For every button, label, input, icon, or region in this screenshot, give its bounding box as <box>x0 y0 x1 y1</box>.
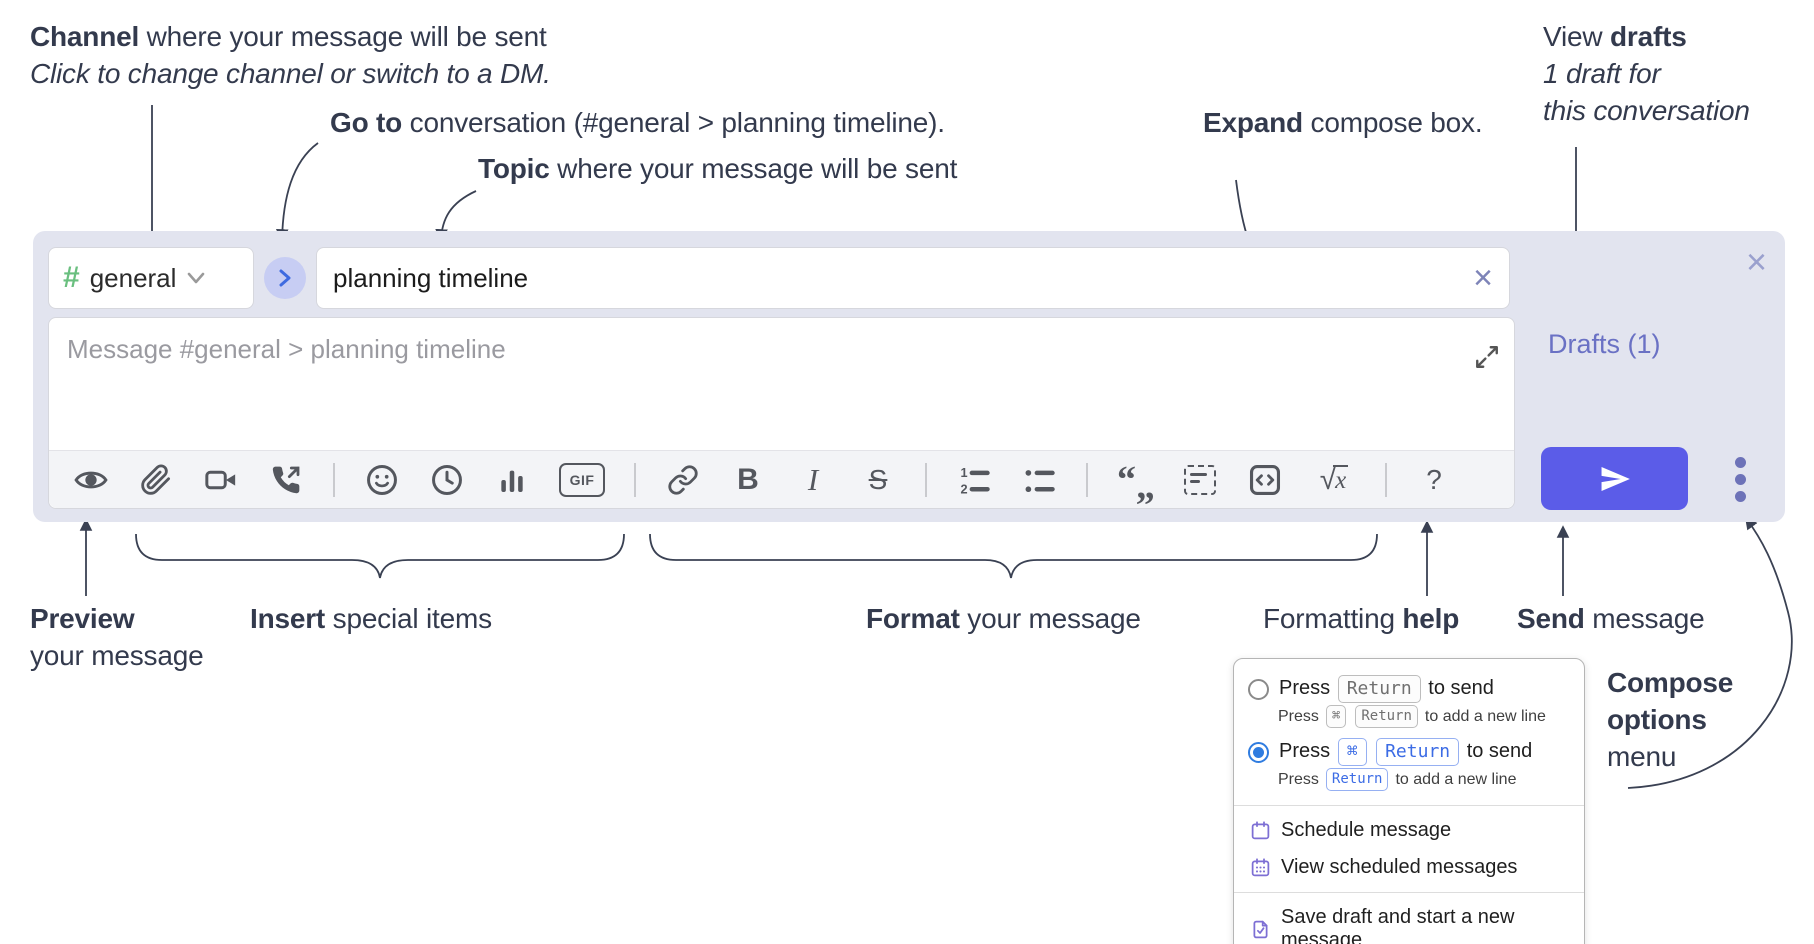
bold-icon[interactable]: B <box>737 462 759 496</box>
code-icon[interactable] <box>1247 462 1283 498</box>
radio-selected[interactable] <box>1248 741 1269 763</box>
preview-icon[interactable] <box>73 462 109 498</box>
expand-icon <box>1476 346 1498 368</box>
toolbar-divider <box>1385 462 1387 497</box>
key-cmd: ⌘ <box>1325 705 1347 728</box>
insert-brace <box>135 533 625 579</box>
bulleted-list-icon[interactable] <box>1021 462 1057 498</box>
math-icon[interactable]: √x <box>1319 462 1349 496</box>
calendar-icon <box>1251 821 1270 840</box>
topic-input[interactable]: planning timeline × <box>316 247 1510 309</box>
toolbar-divider <box>1086 462 1088 497</box>
formatting-help-note: Formatting help <box>1263 603 1460 634</box>
message-textarea[interactable]: Message #general > planning timeline <box>48 317 1515 509</box>
send-icon <box>1601 466 1630 491</box>
topic-note: Topic where your message will be sent <box>478 153 958 184</box>
dot <box>1735 474 1746 485</box>
menu-item-save-draft[interactable]: Save draft and start a new message <box>1248 899 1570 944</box>
quote-icon[interactable]: “„ <box>1117 458 1155 507</box>
svg-text:1: 1 <box>961 465 968 480</box>
drafts-link[interactable]: Drafts (1) <box>1548 329 1661 359</box>
svg-text:2: 2 <box>961 481 968 496</box>
radio-unselected[interactable] <box>1248 678 1269 700</box>
key-return: Return <box>1325 768 1389 791</box>
view-drafts-note: View drafts 1 draft for this conversatio… <box>1543 21 1750 126</box>
calendar-grid-icon <box>1251 858 1270 877</box>
help-icon[interactable]: ? <box>1426 463 1442 495</box>
expand-compose-button[interactable] <box>1474 344 1500 375</box>
chevron-right-icon <box>279 269 291 287</box>
send-button[interactable] <box>1541 447 1688 510</box>
key-return: Return <box>1376 738 1460 766</box>
spoiler-icon[interactable] <box>1182 462 1218 498</box>
key-return: Return <box>1337 675 1421 703</box>
compose-options-note: Compose options menu <box>1607 667 1734 772</box>
option-cmd-return-to-send-hint: Press Return to add a new line <box>1278 768 1570 791</box>
option-return-to-send-hint: Press ⌘ Return to add a new line <box>1278 705 1570 728</box>
option-return-to-send[interactable]: Press Return to send <box>1248 675 1570 703</box>
emoji-icon[interactable] <box>364 462 400 498</box>
topic-value: planning timeline <box>333 262 529 293</box>
gif-icon[interactable]: GIF <box>559 462 605 498</box>
compose-box: # general planning timeline × × Message … <box>33 231 1785 522</box>
menu-item-schedule-message[interactable]: Schedule message <box>1248 812 1570 849</box>
dot <box>1735 457 1746 468</box>
key-return: Return <box>1355 705 1418 728</box>
send-note: Send message <box>1517 603 1705 634</box>
goto-arrow <box>275 142 319 242</box>
channel-name: general <box>89 262 177 293</box>
format-brace <box>649 533 1378 579</box>
menu-divider <box>1234 805 1584 806</box>
expand-note: Expand compose box. <box>1203 107 1483 138</box>
attach-file-icon[interactable] <box>138 462 174 498</box>
channel-note: Channel where your message will be sent … <box>30 21 551 89</box>
message-placeholder: Message #general > planning timeline <box>67 334 506 364</box>
audio-call-icon[interactable] <box>268 462 304 498</box>
chevron-down-icon <box>188 272 205 284</box>
toolbar-divider <box>634 462 636 497</box>
dot <box>1735 491 1746 502</box>
draft-check-icon <box>1253 920 1268 938</box>
format-note: Format your message <box>866 603 1141 634</box>
compose-options-menu: Press Return to send Press ⌘ Return to a… <box>1233 658 1585 944</box>
toolbar-divider <box>333 462 335 497</box>
channel-selector[interactable]: # general <box>48 247 254 309</box>
poll-icon[interactable] <box>494 462 530 498</box>
menu-item-view-scheduled-messages[interactable]: View scheduled messages <box>1248 849 1570 886</box>
channel-hash-icon: # <box>63 261 80 294</box>
strikethrough-icon[interactable]: S <box>868 463 888 495</box>
toolbar-divider <box>925 462 927 497</box>
option-cmd-return-to-send[interactable]: Press ⌘ Return to send <box>1248 738 1570 766</box>
goto-note: Go to conversation (#general > planning … <box>330 107 945 138</box>
menu-divider <box>1234 892 1584 893</box>
key-cmd: ⌘ <box>1337 738 1367 766</box>
time-icon[interactable] <box>429 462 465 498</box>
preview-note: Preview your message <box>30 603 204 671</box>
video-call-icon[interactable] <box>203 462 239 498</box>
close-compose-button[interactable]: × <box>1745 241 1767 282</box>
go-to-conversation-button[interactable] <box>264 257 306 299</box>
insert-note: Insert special items <box>250 603 492 634</box>
link-icon[interactable] <box>665 462 701 498</box>
italic-icon[interactable]: I <box>807 461 819 497</box>
compose-options-button[interactable] <box>1735 457 1746 502</box>
topic-clear-button[interactable]: × <box>1473 259 1493 297</box>
